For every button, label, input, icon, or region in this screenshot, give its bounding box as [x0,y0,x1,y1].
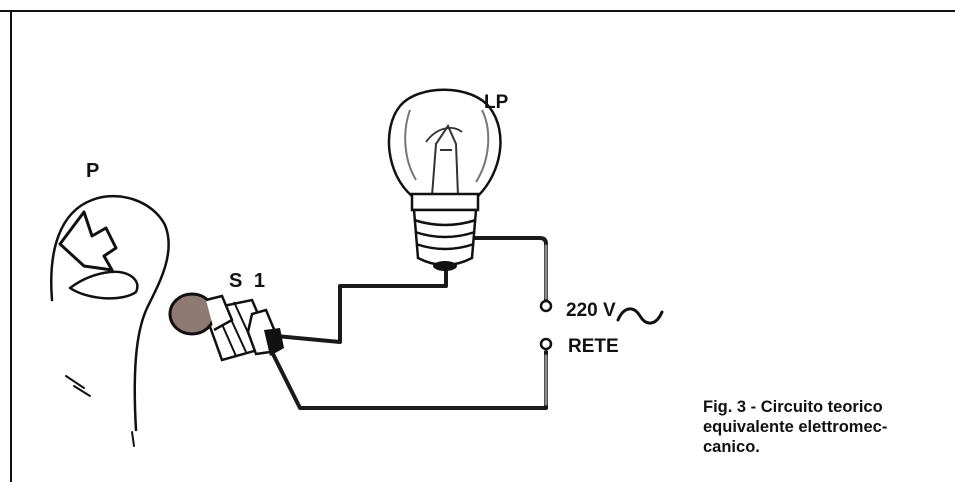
label-rete: RETE [568,336,619,357]
terminal-top [539,299,553,313]
label-voltage: 220 V [566,300,616,321]
caption-line: canico. [703,438,760,456]
wire-top [274,266,448,344]
caption-line: Fig. 3 - Circuito teorico [703,398,883,416]
frame [0,10,955,482]
label-lp: LP [484,92,509,113]
label-s1: S 1 [229,270,269,292]
wire-lamp-return [460,236,548,302]
tilde-ac-icon [616,307,664,325]
finger [50,195,170,447]
wires [270,236,548,410]
terminal-bottom [539,337,553,351]
press-arrow-icon [58,210,118,272]
lamp-bulb [387,88,502,271]
label-p: P [86,160,100,182]
figure-caption: Fig. 3 - Circuito teorico equivalente el… [703,397,953,457]
wire-bottom [270,350,548,410]
terminals [539,299,553,351]
switch-s1 [168,292,284,362]
caption-line: equivalente elettromec- [703,418,888,436]
